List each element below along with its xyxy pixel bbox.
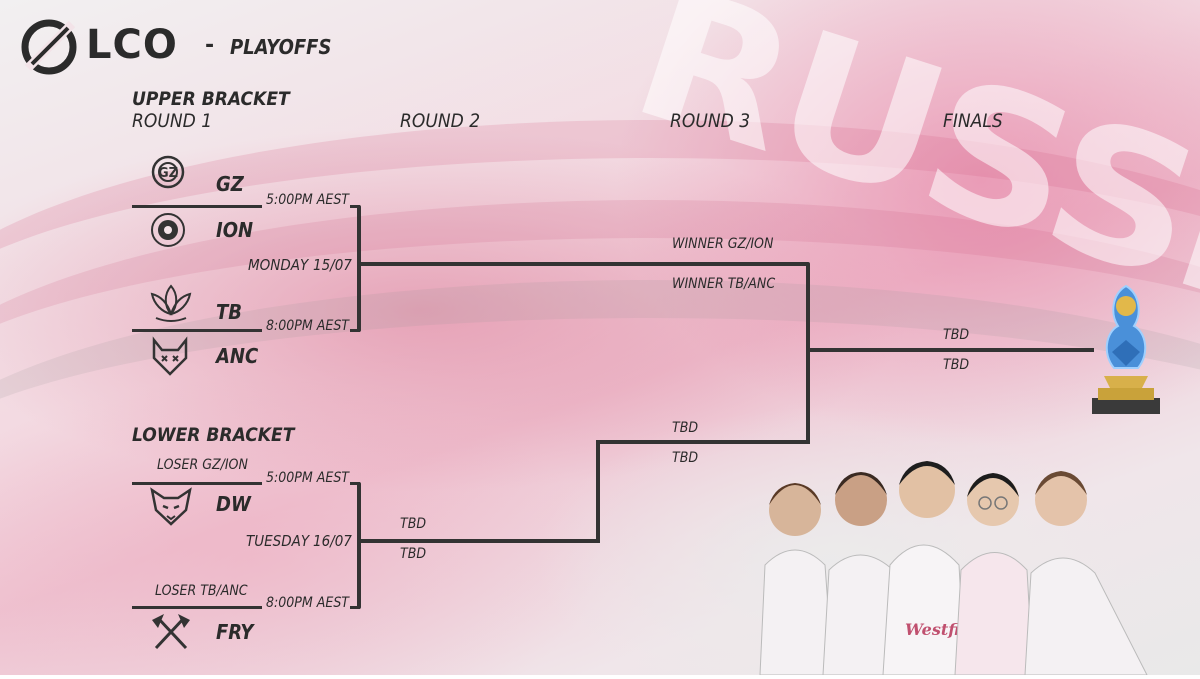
bracket-connector bbox=[350, 606, 360, 609]
upper-match2-time: 8:00PM AEST bbox=[266, 318, 350, 334]
bracket-connector bbox=[350, 482, 360, 485]
upper-bracket-heading: UPPER BRACKET bbox=[132, 88, 290, 110]
team-photo: Westfield bbox=[755, 455, 1155, 676]
round-1-label: ROUND 1 bbox=[132, 110, 213, 132]
bracket-connector bbox=[357, 205, 361, 332]
lower-r3-slot2: TBD bbox=[672, 450, 699, 466]
lower-r2-slot2: TBD bbox=[400, 546, 427, 562]
bracket-connector bbox=[360, 262, 808, 266]
lower-date: 16/07 bbox=[313, 532, 352, 550]
lower-bracket-heading: LOWER BRACKET bbox=[132, 424, 295, 446]
finals-label: FINALS bbox=[943, 110, 1003, 132]
match-line bbox=[132, 606, 262, 609]
lower-match2-time: 8:00PM AEST bbox=[266, 595, 350, 611]
page-title: PLAYOFFS bbox=[230, 35, 332, 59]
bracket-connector bbox=[596, 440, 600, 543]
lotus-logo-icon bbox=[146, 282, 196, 330]
lower-day: TUESDAY bbox=[246, 532, 310, 550]
lower-match1-label: LOSER GZ/ION bbox=[157, 457, 248, 473]
player-figure bbox=[1024, 471, 1148, 676]
team-fry: FRY bbox=[216, 620, 254, 644]
upper-date: 15/07 bbox=[313, 256, 352, 274]
lower-match2-label: LOSER TB/ANC bbox=[155, 583, 248, 599]
player-figure bbox=[759, 483, 834, 676]
lower-match1-time: 5:00PM AEST bbox=[266, 470, 350, 486]
player-figure bbox=[822, 472, 898, 676]
finals-slot2: TBD bbox=[943, 357, 970, 373]
title-separator: - bbox=[205, 33, 215, 58]
upper-r3-slot1: WINNER GZ/ION bbox=[672, 236, 774, 252]
bracket-connector bbox=[806, 348, 1094, 352]
team-ion: ION bbox=[216, 218, 254, 242]
finals-slot1: TBD bbox=[943, 327, 970, 343]
team-tb: TB bbox=[216, 300, 242, 324]
round-3-label: ROUND 3 bbox=[670, 110, 751, 132]
lower-r2-slot1: TBD bbox=[400, 516, 427, 532]
bracket-connector bbox=[596, 440, 810, 444]
ion-logo-icon bbox=[148, 210, 188, 254]
match-line bbox=[132, 329, 262, 332]
bracket-connector bbox=[350, 329, 360, 332]
wolf-logo-icon bbox=[148, 336, 192, 382]
player-figure: Westfield bbox=[882, 461, 987, 676]
trophy-icon bbox=[1088, 280, 1164, 424]
crossed-axes-logo-icon bbox=[148, 612, 194, 656]
lco-logo-icon bbox=[20, 18, 78, 80]
bracket-connector bbox=[806, 262, 810, 442]
team-anc: ANC bbox=[216, 344, 259, 368]
upper-day: MONDAY bbox=[248, 256, 309, 274]
match-line bbox=[132, 482, 262, 485]
wolf-head-logo-icon bbox=[148, 486, 194, 532]
bracket-connector bbox=[357, 482, 361, 609]
upper-match1-time: 5:00PM AEST bbox=[266, 192, 350, 208]
upper-r3-slot2: WINNER TB/ANC bbox=[672, 276, 776, 292]
svg-text:GZ: GZ bbox=[158, 166, 178, 181]
brand-name: LCO bbox=[86, 22, 178, 68]
team-dw: DW bbox=[216, 492, 251, 516]
match-line bbox=[132, 205, 262, 208]
player-figure bbox=[954, 473, 1034, 676]
gz-logo-icon: GZ bbox=[148, 152, 188, 196]
lower-r3-slot1: TBD bbox=[672, 420, 699, 436]
bracket-connector bbox=[350, 205, 360, 208]
bracket-connector bbox=[360, 539, 600, 543]
round-2-label: ROUND 2 bbox=[400, 110, 481, 132]
team-gz: GZ bbox=[216, 172, 244, 196]
